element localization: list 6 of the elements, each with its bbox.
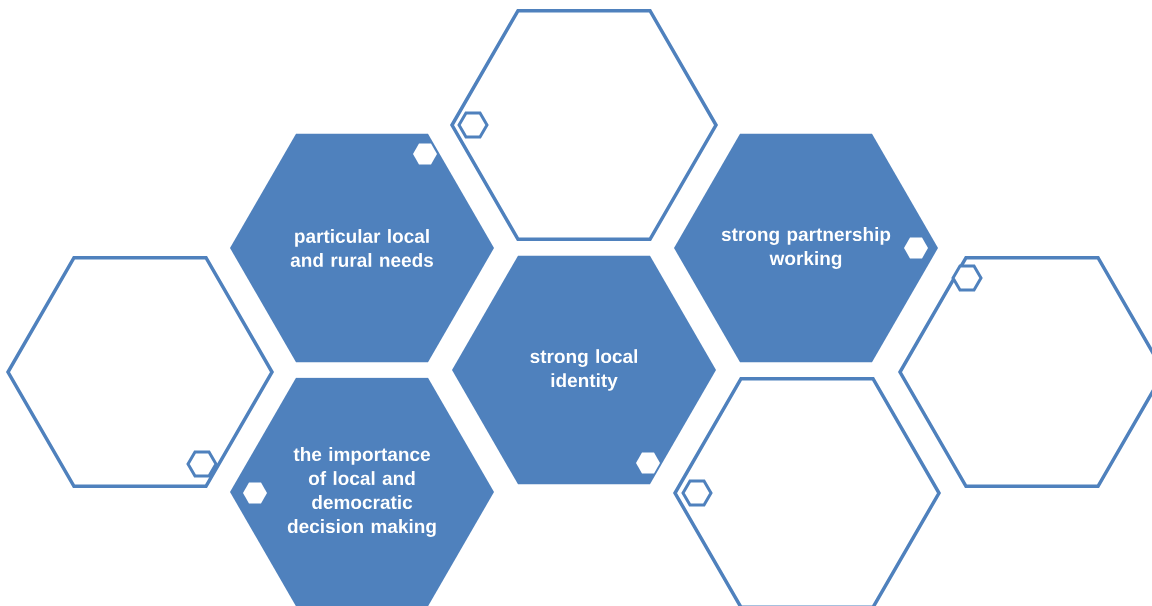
node-label: strong local identity <box>530 349 638 391</box>
hexagon: strong partnership working <box>674 133 938 363</box>
hexagon <box>898 255 1152 489</box>
hexagon: strong local identity <box>452 255 716 485</box>
hexagon: the importance of local and democratic decision making <box>230 377 494 606</box>
hexagon: particular local and rural needs <box>230 133 494 363</box>
